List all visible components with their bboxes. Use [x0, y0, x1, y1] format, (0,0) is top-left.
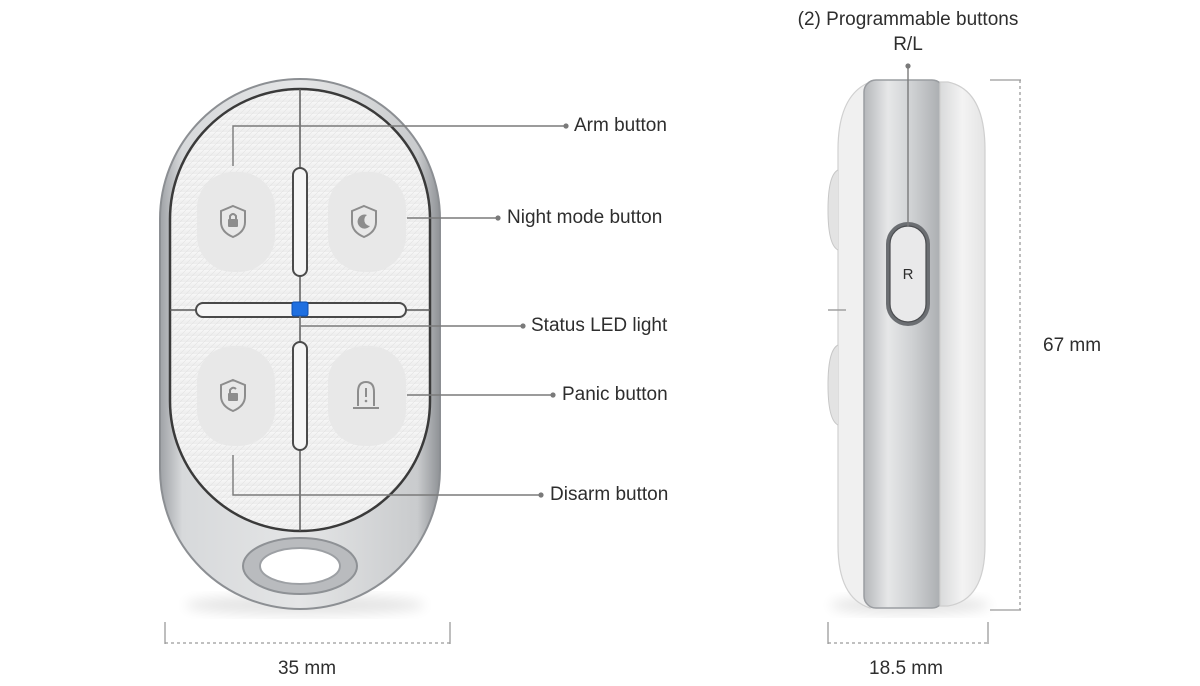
led-leader	[299, 316, 523, 327]
front-leader-lines	[232, 125, 566, 496]
programmable-buttons-label: (2) Programmable buttons	[797, 9, 1019, 30]
moon-shield-icon	[351, 204, 377, 239]
side-right-face	[939, 81, 986, 607]
front-view	[159, 78, 569, 644]
lower-vertical-bar	[292, 341, 308, 451]
front-leader-dots	[495, 123, 569, 498]
height-dimension	[990, 79, 1021, 611]
side-bump-top	[827, 169, 839, 251]
night-button-pad	[328, 172, 406, 272]
side-left-face	[837, 81, 871, 609]
alarm-siren-icon	[353, 380, 379, 409]
width-dimension	[164, 622, 451, 644]
unlock-shield-icon	[220, 378, 246, 413]
side-view	[827, 63, 1021, 644]
night-mode-button-label: Night mode button	[507, 207, 663, 228]
side-button-label: R	[902, 266, 914, 283]
width-dimension-label: 35 mm	[277, 658, 337, 679]
prog-leader-dot	[905, 63, 911, 69]
panic-button-label: Panic button	[562, 384, 668, 405]
height-dimension-label: 67 mm	[1043, 335, 1102, 356]
lock-shield-icon	[220, 204, 246, 239]
side-bump-bottom	[827, 344, 839, 426]
upper-vertical-bar	[292, 167, 308, 277]
disarm-leader	[232, 455, 541, 496]
programmable-buttons-sublabel: R/L	[893, 34, 923, 55]
disarm-button-label: Disarm button	[550, 484, 669, 505]
arm-button-label: Arm button	[574, 115, 667, 136]
status-led-label: Status LED light	[531, 315, 668, 336]
keyring-hole	[259, 547, 341, 585]
status-led	[291, 301, 309, 317]
arm-leader	[232, 125, 566, 166]
side-metal-band	[863, 79, 945, 609]
depth-dimension	[827, 622, 989, 644]
depth-dimension-label: 18.5 mm	[869, 658, 943, 679]
